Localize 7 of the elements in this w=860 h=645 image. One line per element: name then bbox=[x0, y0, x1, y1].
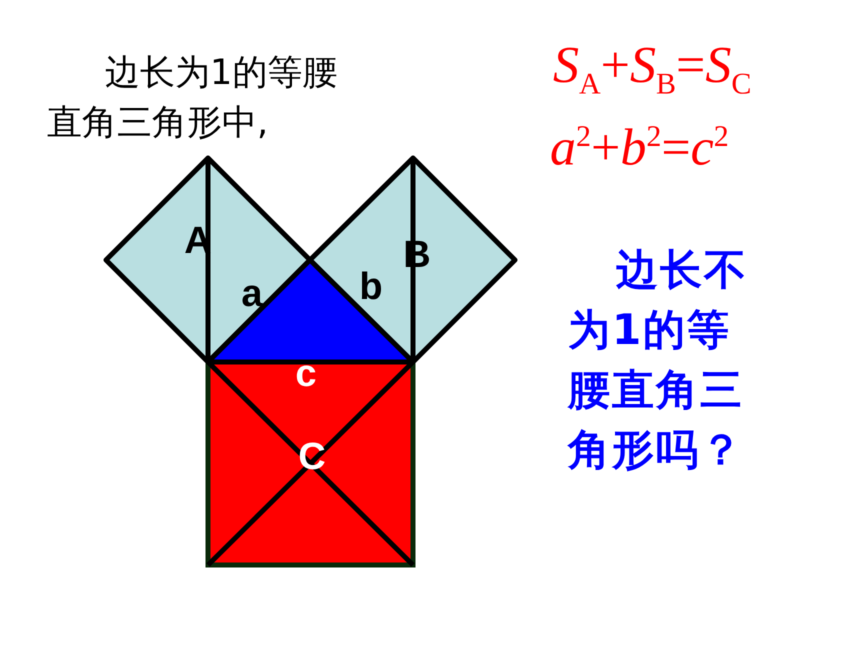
side-label: b bbox=[359, 268, 383, 306]
side-formula: a$^{2}$+b$^{2}$=c$^{2}$ bbox=[550, 122, 729, 174]
problem-text: 边长为1的等腰直角三角形中, bbox=[47, 52, 338, 145]
question-text: 边长不为1的等腰直角三角形吗？ bbox=[568, 244, 749, 476]
side-label: c bbox=[295, 355, 317, 393]
area-formula: S$_{A}$+S$_{B}$=S$_{C}$ bbox=[553, 40, 752, 100]
side-label: a bbox=[241, 275, 263, 313]
